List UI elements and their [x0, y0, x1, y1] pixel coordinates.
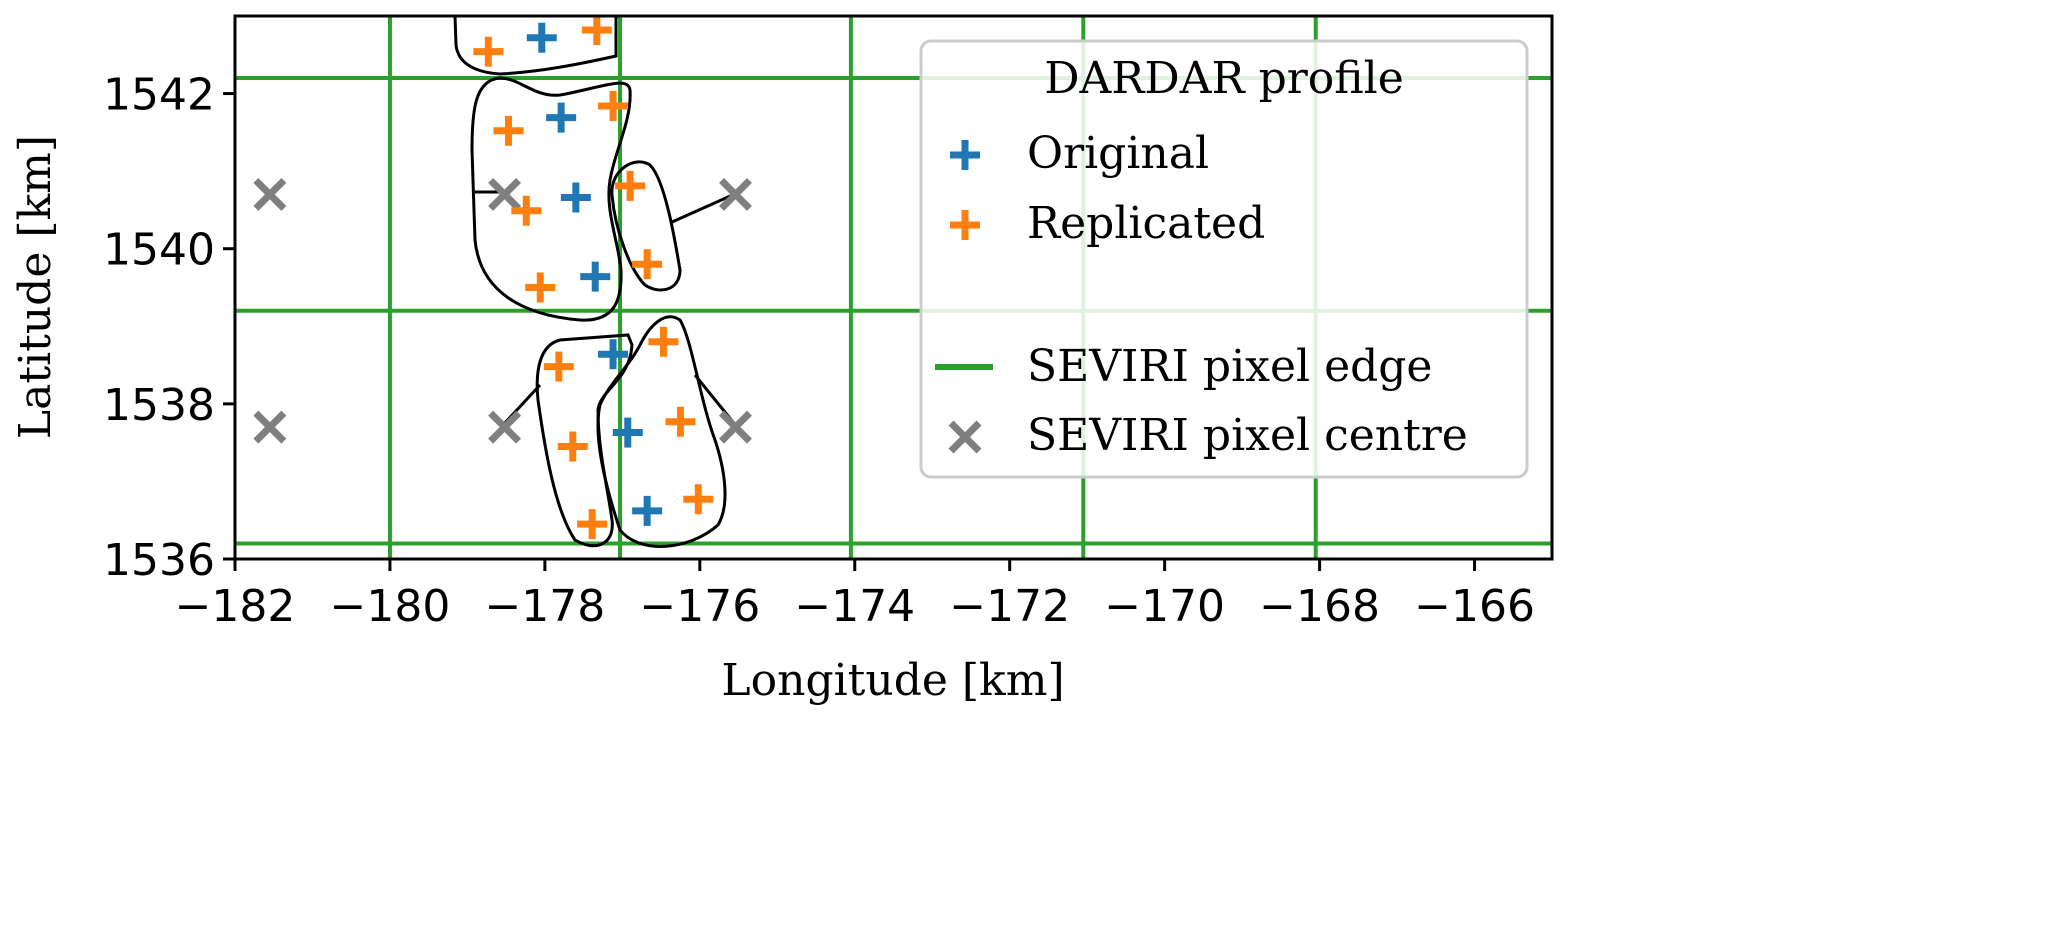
replicated-point — [557, 431, 588, 462]
legend-label-original: Original — [1027, 128, 1209, 179]
legend-title: DARDAR profile — [1044, 53, 1404, 104]
seviri-centre-point — [488, 177, 522, 211]
x-tick-label: −178 — [484, 581, 605, 632]
replicated-point — [525, 272, 556, 303]
seviri-centre-point-b — [253, 177, 287, 211]
legend-label-centre: SEVIRI pixel centre — [1027, 410, 1468, 461]
replicated-point — [473, 36, 504, 67]
legend: DARDAR profile Original Replicated SEVIR… — [919, 39, 1529, 479]
seviri-centre-point-b — [488, 177, 522, 211]
y-axis: 1536 1538 1540 1542 — [103, 70, 235, 586]
x-axis: −182 −180 −178 −176 −174 −172 −170 −168 −166 — [175, 559, 1535, 632]
cluster-contour — [470, 76, 632, 322]
replicated-point — [543, 351, 574, 382]
data-markers — [253, 14, 752, 540]
replicated-point — [683, 484, 714, 515]
plot-frame — [233, 14, 1554, 561]
seviri-centre-point — [488, 410, 522, 444]
seviri-centre-point — [718, 410, 752, 444]
replicated-point — [615, 170, 646, 201]
original-point — [612, 417, 643, 448]
legend-original-marker — [950, 140, 980, 170]
replicated-point — [648, 326, 679, 357]
replicated-point — [493, 115, 524, 146]
seviri-centre-point-b — [488, 410, 522, 444]
x-tick-label: −170 — [1104, 581, 1225, 632]
x-tick-label: −176 — [639, 581, 760, 632]
legend-centre-marker — [948, 420, 982, 454]
original-point — [632, 495, 663, 526]
x-tick-label: −174 — [794, 581, 915, 632]
cluster-contour — [610, 160, 682, 292]
legend-label-replicated: Replicated — [1027, 198, 1265, 249]
replicated-point — [598, 90, 629, 121]
y-tick-label: 1536 — [103, 535, 215, 586]
cluster-contour — [453, 15, 618, 76]
original-point — [580, 261, 611, 292]
seviri-centre-point — [718, 177, 752, 211]
legend-box — [919, 39, 1529, 479]
replicated-point — [632, 249, 663, 280]
seviri-centre-point — [253, 410, 287, 444]
legend-plus-icon — [950, 140, 980, 170]
y-tick-label: 1540 — [103, 225, 215, 276]
legend-label-edge: SEVIRI pixel edge — [1027, 341, 1432, 392]
replicated-point — [511, 195, 542, 226]
legend-plus-icon — [950, 210, 980, 240]
x-tick-label: −182 — [175, 581, 296, 632]
legend-cross-icon — [948, 420, 982, 454]
y-tick-label: 1538 — [103, 380, 215, 431]
original-point — [546, 102, 577, 133]
y-axis-label: Latitude [km] — [10, 135, 61, 439]
x-tick-label: −180 — [330, 581, 451, 632]
seviri-centre-point-b — [718, 410, 752, 444]
original-point — [526, 22, 557, 53]
x-axis-label: Longitude [km] — [721, 655, 1064, 706]
original-point — [598, 339, 629, 370]
legend-cross-icon-b — [948, 420, 982, 454]
x-tick-label: −168 — [1259, 581, 1380, 632]
original-point — [560, 182, 591, 213]
legend-replicated-marker — [950, 210, 980, 240]
x-tick-label: −172 — [949, 581, 1070, 632]
y-tick-label: 1542 — [103, 70, 215, 121]
seviri-centre-point-b — [253, 410, 287, 444]
replicated-point — [577, 509, 608, 540]
contour-link-line — [671, 191, 738, 224]
replicated-point — [581, 14, 612, 45]
seviri-centre-point-b — [718, 177, 752, 211]
cluster-contour — [596, 315, 727, 548]
replicated-point — [665, 406, 696, 437]
seviri-centre-point — [253, 177, 287, 211]
x-tick-label: −166 — [1414, 581, 1535, 632]
